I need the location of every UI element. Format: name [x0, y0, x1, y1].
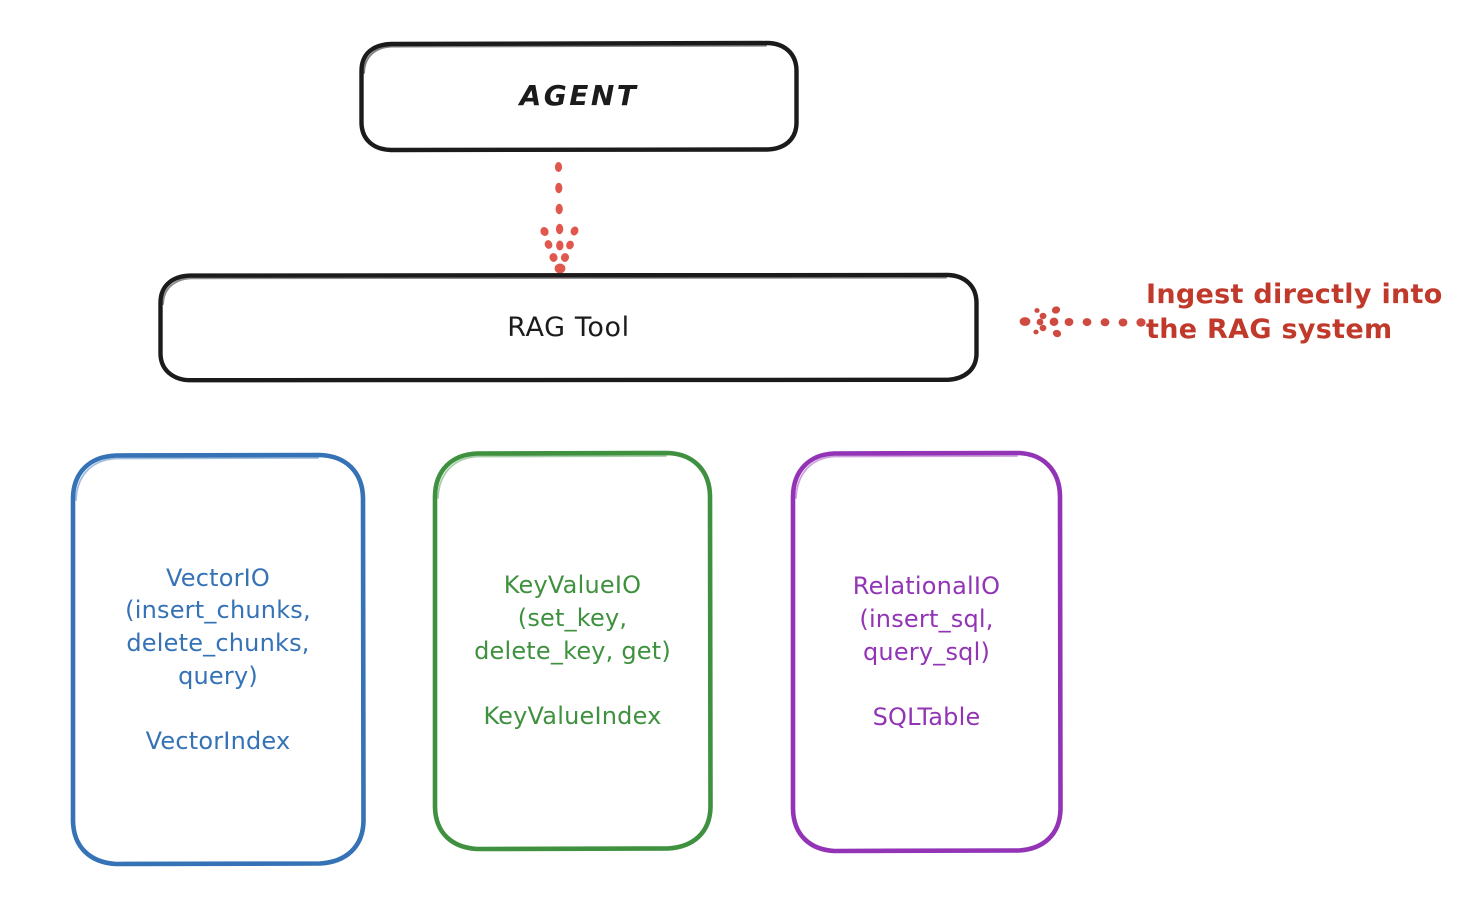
vector-io-label: VectorIO (insert_chunks, delete_chunks, … — [125, 563, 311, 755]
connector-ingest-to-rag-tool — [1019, 306, 1146, 338]
node-relational-io[interactable]: RelationalIO (insert_sql, query_sql) SQL… — [788, 448, 1065, 856]
node-vector-io[interactable]: VectorIO (insert_chunks, delete_chunks, … — [68, 450, 368, 869]
annotation-ingest-directly: Ingest directly into the RAG system — [1146, 279, 1443, 345]
node-rag-tool[interactable]: RAG Tool — [156, 271, 981, 384]
rag-tool-label: RAG Tool — [507, 311, 630, 343]
agent-label: AGENT — [519, 79, 639, 113]
node-key-value-io[interactable]: KeyValueIO (set_key, delete_key, get) Ke… — [430, 448, 715, 854]
node-agent[interactable]: AGENT — [357, 39, 801, 154]
relational-io-label: RelationalIO (insert_sql, query_sql) SQL… — [852, 572, 1001, 731]
key-value-io-label: KeyValueIO (set_key, delete_key, get) Ke… — [474, 571, 671, 730]
connector-agent-to-rag-tool — [540, 162, 579, 274]
